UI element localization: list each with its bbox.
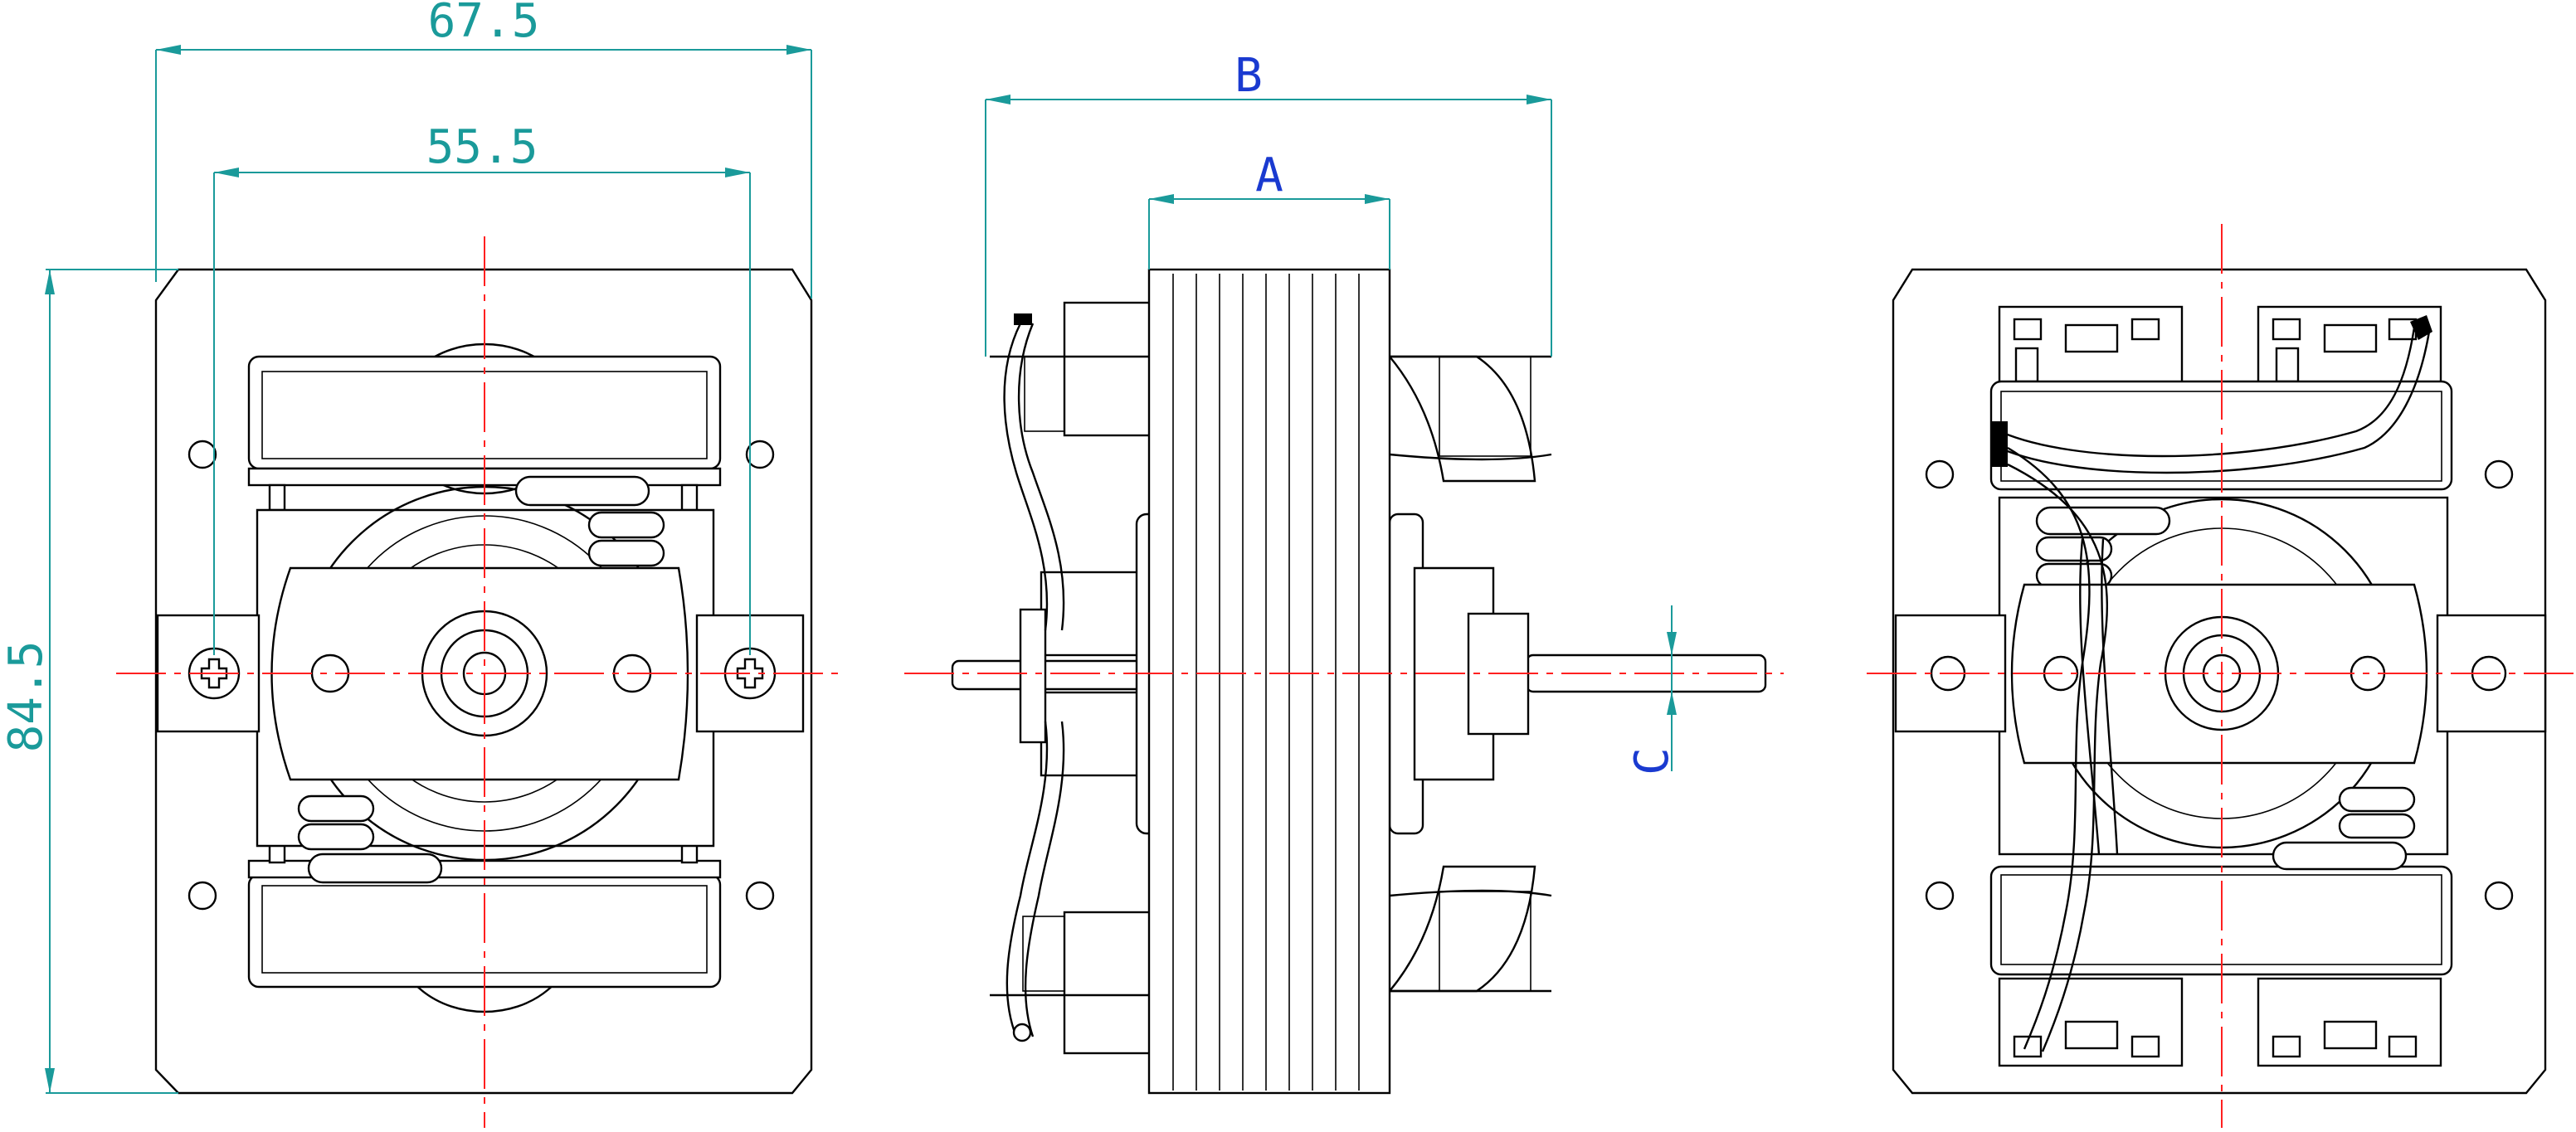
rear-lead-wire-2: [2007, 446, 2091, 1050]
front-plate-hole-br: [745, 881, 775, 911]
front-plate-hole-tl: [187, 440, 217, 469]
dim-label-c: C: [1625, 747, 1679, 775]
side-shaft-left: [951, 659, 1157, 691]
front-shading-coil-bottom: [297, 794, 443, 884]
dim-overall-height: 84.5: [0, 641, 53, 753]
rear-plate-hole-bl: [1925, 881, 1955, 911]
front-shading-coil-top: [514, 475, 665, 567]
front-plate-hole-bl: [187, 881, 217, 911]
dim-label-a: A: [1255, 148, 1283, 202]
rear-plate-hole-br: [2484, 881, 2514, 911]
dim-hole-spacing: 55.5: [426, 120, 538, 174]
rear-view: [1867, 224, 2576, 1128]
side-view: [904, 268, 1784, 1095]
dim-label-b: B: [1234, 49, 1263, 103]
side-dimensions: B A C: [985, 49, 1679, 775]
front-dimensions: 67.5 55.5 84.5: [0, 0, 812, 1094]
rear-plate-hole-tr: [2484, 459, 2514, 489]
side-lead-wire-bottom: [1006, 721, 1049, 1037]
dim-overall-width: 67.5: [428, 0, 540, 48]
front-view: [116, 236, 838, 1128]
rear-lead-wire-1: [1999, 327, 2416, 458]
side-lead-wire-top: [1003, 323, 1049, 631]
front-plate-hole-tr: [745, 440, 775, 469]
rear-plate-hole-tl: [1925, 459, 1955, 489]
